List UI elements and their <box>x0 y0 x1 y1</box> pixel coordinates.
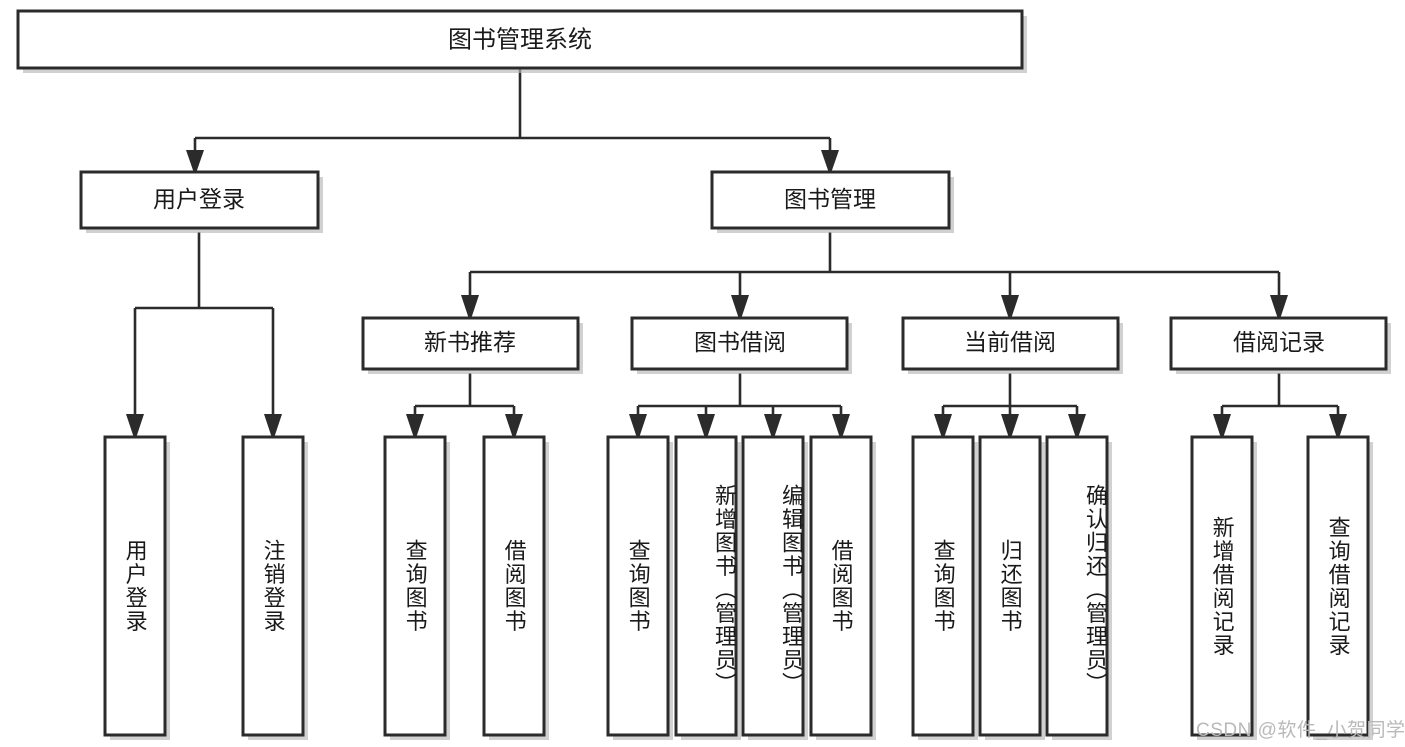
leaf-box-7[interactable] <box>809 435 873 737</box>
leaf-box-11[interactable] <box>1190 435 1254 737</box>
arrow-borrow-to-leaf-2 <box>697 414 715 441</box>
leaf-box-10[interactable] <box>1045 435 1109 737</box>
root-box[interactable] <box>16 9 1024 70</box>
arrow-borrow-to-leaf-4 <box>832 414 850 441</box>
new-book-recommend-box[interactable] <box>361 316 580 371</box>
root-label: 图书管理系统 <box>448 26 592 53</box>
arrow-record-to-leaf-1 <box>1213 414 1231 441</box>
node-book-management[interactable]: 图书管理 <box>710 170 954 233</box>
leaf-box-6[interactable] <box>741 435 805 737</box>
borrow-record-box[interactable] <box>1169 316 1388 371</box>
arrow-root-to-user-login <box>186 150 204 176</box>
book-management-label: 图书管理 <box>784 186 876 212</box>
current-borrow-label: 当前借阅 <box>964 329 1056 355</box>
node-book-borrow[interactable]: 图书借阅 <box>630 316 852 374</box>
arrow-borrow-to-leaf-1 <box>629 414 647 441</box>
leaf-box-4[interactable] <box>606 435 670 737</box>
arrow-current-to-leaf-2 <box>1001 414 1019 441</box>
book-borrow-box[interactable] <box>630 316 849 371</box>
connector-borrow-bus <box>636 373 843 428</box>
connector-record-bus <box>1220 373 1340 428</box>
leaf-box-1[interactable] <box>241 435 305 737</box>
borrow-record-label: 借阅记录 <box>1233 329 1325 355</box>
arrow-newbook-to-leaf-2 <box>505 414 523 441</box>
arrow-bookmgmt-to-borrow <box>731 295 749 322</box>
arrow-newbook-to-leaf-1 <box>406 414 424 441</box>
leaf-box-12[interactable] <box>1306 435 1370 737</box>
csdn-watermark: CSDN @软件_小贺同学 <box>1196 720 1405 741</box>
arrow-current-to-leaf-3 <box>1068 414 1086 441</box>
new-book-recommend-label: 新书推荐 <box>424 329 516 355</box>
arrow-current-to-leaf-1 <box>934 414 952 441</box>
leaf-box-layer <box>103 435 1373 740</box>
leaf-box-2[interactable] <box>383 435 447 737</box>
arrow-userlogin-to-leaf-2 <box>264 414 282 441</box>
connector-bookmgmt-bus <box>468 232 1281 308</box>
connector-root-bus <box>193 68 832 162</box>
node-new-book-recommend[interactable]: 新书推荐 <box>361 316 583 374</box>
arrow-bookmgmt-to-newbook <box>461 295 479 322</box>
leaf-box-5[interactable] <box>674 435 738 737</box>
arrow-bookmgmt-to-record <box>1270 295 1288 322</box>
leaf-box-8[interactable] <box>911 435 975 737</box>
connector-userlogin-bus <box>133 232 275 428</box>
node-user-login[interactable]: 用户登录 <box>79 170 323 233</box>
arrow-bookmgmt-to-current <box>1001 295 1019 322</box>
current-borrow-box[interactable] <box>901 316 1120 371</box>
node-current-borrow[interactable]: 当前借阅 <box>901 316 1123 374</box>
book-borrow-label: 图书借阅 <box>694 329 786 355</box>
node-borrow-record[interactable]: 借阅记录 <box>1169 316 1391 374</box>
leaf-box-0[interactable] <box>103 435 167 737</box>
book-management-box[interactable] <box>710 170 951 230</box>
connector-newbook-bus <box>413 373 516 428</box>
arrow-record-to-leaf-2 <box>1329 414 1347 441</box>
connector-layer <box>126 68 1347 441</box>
user-login-box[interactable] <box>79 170 320 230</box>
leaf-box-9[interactable] <box>978 435 1042 737</box>
arrow-root-to-book-mgmt <box>821 150 839 176</box>
arrow-userlogin-to-leaf-1 <box>126 414 144 441</box>
node-root-book-management-system[interactable]: 图书管理系统 <box>16 9 1027 73</box>
leaf-box-3[interactable] <box>482 435 546 737</box>
user-login-label: 用户登录 <box>153 186 245 212</box>
arrow-borrow-to-leaf-3 <box>764 414 782 441</box>
